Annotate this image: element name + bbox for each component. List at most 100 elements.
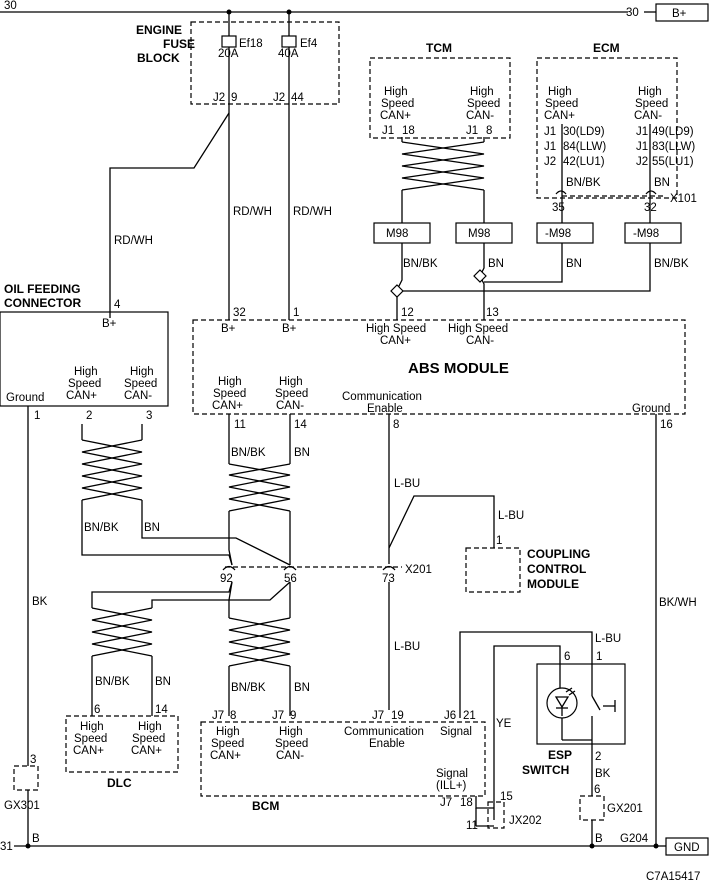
ofc-twisted-pair: BN/BK BN xyxy=(81,424,291,566)
bcm-hs-minus-label-1: High xyxy=(279,726,303,738)
ofc-can-minus-label-3: CAN- xyxy=(124,390,152,402)
ecm-right-conn-3: J2 xyxy=(636,156,648,168)
dlc-left-label-1: High xyxy=(80,721,104,733)
ofc-bplus-pin: 4 xyxy=(114,299,121,311)
gx301-pin: 3 xyxy=(30,754,36,766)
bcm-comm-enable-label-1: Communication xyxy=(344,726,424,738)
option-box-neg-m98-1-label: -M98 xyxy=(545,228,571,240)
option-box-neg-m98-2 xyxy=(624,222,682,244)
jx202-label: JX202 xyxy=(509,815,542,827)
ecm-can-minus-label-3: CAN- xyxy=(634,110,662,122)
esp-switch-wires: YE L-BU xyxy=(459,631,621,827)
dlc-right-wire-color: BN xyxy=(155,676,171,688)
fuse-ef18-icon xyxy=(221,35,237,48)
dlc-left-pin: 6 xyxy=(94,704,100,716)
ecm-left-conn-2: J1 xyxy=(544,141,556,153)
rail-pin-top-left: 30 xyxy=(4,0,17,12)
tcm-left-conn: J1 xyxy=(382,125,394,137)
ecm-out-right-wire-color: BN/BK xyxy=(654,258,689,270)
tcm-module: TCM High Speed CAN+ High Speed CAN- J1 1… xyxy=(369,41,511,139)
ecm-right-wire-color: BN xyxy=(654,177,670,189)
b-plus-rail: 30 30 B+ xyxy=(0,0,709,22)
fuse-ef4-pin: 44 xyxy=(291,92,304,104)
ofc-can-plus-label-1: High xyxy=(74,366,98,378)
bcm-hs-plus-label-1: High xyxy=(216,726,240,738)
abs-ground-wire-color: BK/WH xyxy=(659,597,697,609)
abs-bplus2-label: B+ xyxy=(282,323,297,335)
abs-hs-minus-bottom-pin: 14 xyxy=(294,419,307,431)
x201-pin-73-arc xyxy=(382,565,396,571)
abs-hs-plus-top-label-1: High Speed xyxy=(366,323,426,335)
abs-bplus1-label: B+ xyxy=(221,323,236,335)
supply-wire-2-color: RD/WH xyxy=(293,206,332,218)
ofc-title-1: OIL FEEDING xyxy=(4,282,80,296)
coupling-control-module: COUPLING CONTROL MODULE xyxy=(465,547,590,593)
fuse-ef4-name: Ef4 xyxy=(300,38,318,50)
ecm-can-plus-label-3: CAN+ xyxy=(544,110,575,122)
ecm-left-pin-1: 30(LD9) xyxy=(563,126,605,138)
abs-x201-left-wire-color: BN/BK xyxy=(231,447,266,459)
tcm-title: TCM xyxy=(426,41,452,55)
g204-label: G204 xyxy=(620,833,649,845)
dlc-right-pin: 14 xyxy=(155,704,168,716)
ccm-pin: 1 xyxy=(496,535,502,547)
esp-top-wire-color: L-BU xyxy=(595,633,621,645)
bcm-comm-pin: 19 xyxy=(391,710,404,722)
abs-ground-wire: BK/WH G204 xyxy=(620,414,697,846)
ecm-can-plus-label-1: High xyxy=(548,86,572,98)
bcm-ill-pin: 18 xyxy=(460,797,473,809)
x101-right-arc xyxy=(645,190,657,195)
option-box-m98-2-label: M98 xyxy=(468,228,490,240)
ofc-can-plus-label-3: CAN+ xyxy=(66,390,97,402)
ecm-right-conn-1: J1 xyxy=(636,126,648,138)
b-plus-tag xyxy=(655,3,709,22)
abs-bplus2-pin: 1 xyxy=(293,307,299,319)
bcm-ill-conn: J7 xyxy=(440,797,452,809)
abs-comm-wire-color: L-BU xyxy=(394,478,420,490)
fuse-ef18-pin: 9 xyxy=(231,92,237,104)
ofc-bplus-label: B+ xyxy=(102,318,117,330)
option-box-neg-m98-1 xyxy=(536,222,594,244)
ccm-title-1: COUPLING xyxy=(527,547,590,561)
esp-pin-bottom: 2 xyxy=(595,751,601,763)
x201-pin-mid: 56 xyxy=(284,573,297,585)
bcm-signal-ill-label-2: (ILL+) xyxy=(436,780,467,792)
esp-signal-wire-color: YE xyxy=(496,718,512,730)
tcm-can-plus-label-3: CAN+ xyxy=(380,110,411,122)
abs-ground-label: Ground xyxy=(632,403,670,415)
supply-wire-1-color: RD/WH xyxy=(233,206,272,218)
abs-hs-plus-bottom-label-2: Speed xyxy=(213,388,246,400)
fuse-ef4-icon xyxy=(281,35,297,48)
bcm-signal-pin: 21 xyxy=(463,710,476,722)
bcm-module: J7 8 J7 9 J7 19 J6 21 High Speed CAN+ Hi… xyxy=(200,710,486,813)
tcm-left-wire-color: BN/BK xyxy=(403,258,438,270)
abs-hs-plus-bottom-label-3: CAN+ xyxy=(212,400,243,412)
x101-label: X101 xyxy=(670,193,697,205)
splice-can-plus-diamond xyxy=(390,284,404,298)
x201-pin-right: 73 xyxy=(382,573,395,585)
gx201-pin: 6 xyxy=(594,784,600,796)
engine-fuse-block: ENGINE FUSE BLOCK Ef18 20A Ef4 40A J2 9 … xyxy=(136,12,340,105)
abs-hs-minus-bottom-label-1: High xyxy=(279,376,303,388)
abs-hs-plus-bottom-label-1: High xyxy=(218,376,242,388)
ccm-title-3: MODULE xyxy=(527,577,579,591)
bcm-comm-enable-label-2: Enable xyxy=(369,738,405,750)
splice-can-minus-diamond xyxy=(473,269,487,283)
x201-connector: 92 56 73 X201 xyxy=(220,564,432,585)
dlc-left-wire-color: BN/BK xyxy=(95,676,130,688)
x201-label: X201 xyxy=(405,564,432,576)
dlc-right-label-2: Speed xyxy=(132,733,165,745)
ccm-title-2: CONTROL xyxy=(527,562,586,576)
bcm-comm-conn: J7 xyxy=(372,710,384,722)
ofc-can-minus-pin: 3 xyxy=(146,410,152,422)
option-box-neg-m98-2-label: -M98 xyxy=(633,228,659,240)
ecm-can-minus-label-2: Speed xyxy=(635,98,668,110)
comm-enable-wires: L-BU L-BU 1 L-BU xyxy=(388,414,524,710)
bcm-hs-minus-label-3: CAN- xyxy=(276,750,304,762)
esp-switch-contact-icon xyxy=(591,695,601,711)
esp-bottom-wire-color: BK xyxy=(595,768,611,780)
ecm-wires xyxy=(561,166,666,223)
gnd-tag xyxy=(665,837,709,856)
fuse-block-title-1: ENGINE xyxy=(136,23,182,37)
bcm-hs-plus-label-2: Speed xyxy=(211,738,244,750)
